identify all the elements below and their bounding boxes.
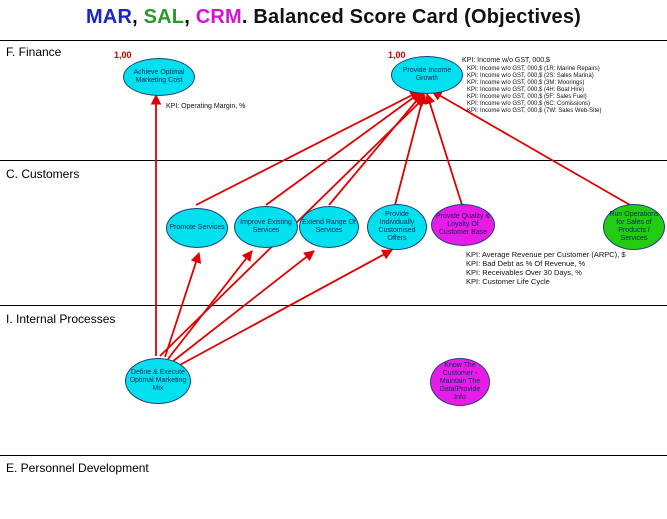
- section-personnel: E. Personnel Development: [6, 461, 149, 475]
- title-crm: CRM: [195, 6, 242, 28]
- node-extend-range-of-services[interactable]: Extend Range Of Services: [299, 206, 359, 248]
- title-sep-1: ,: [132, 6, 144, 28]
- title-rest: . Balanced Score Card (Objectives): [241, 6, 582, 28]
- kpi-income-main: KPI: Income w/o GST, 000,$: [462, 57, 550, 64]
- kpi-income-4h: KPI: Income w/o GST, 000,$ (4H: Boat Hir…: [467, 87, 585, 93]
- arrow-operations-to-income: [431, 90, 631, 206]
- node-provide-quality-loyalty[interactable]: Provide Quality & Loyalty Of Customer Ba…: [431, 204, 495, 246]
- arrow-promote-to-income: [195, 90, 421, 206]
- arrow-quality-to-income: [424, 92, 463, 206]
- arrow-mix-to-promote: [164, 251, 202, 358]
- arrow-mix-to-extend: [171, 250, 315, 363]
- divider-top: [0, 40, 667, 41]
- title-sal: SAL: [143, 6, 185, 28]
- arrow-extend-to-income: [328, 92, 424, 206]
- node-provide-income-growth[interactable]: Provide Income Growth: [391, 56, 463, 94]
- divider-internal: [0, 455, 667, 456]
- node-define-marketing-mix[interactable]: Define & Execute Optimal Marketing Mix: [125, 358, 191, 404]
- page-title: MAR, SAL, CRM. Balanced Score Card (Obje…: [0, 6, 667, 29]
- kpi-income-7w: KPI: Income w/o GST, 000,$ (7W: Sales We…: [467, 108, 602, 114]
- kpi-bad-debt: KPI: Bad Debt as % Of Revenue, %: [466, 259, 586, 268]
- section-customers: C. Customers: [6, 167, 80, 181]
- node-know-the-customer[interactable]: Know The Customer - Maintain The Data/Pr…: [430, 358, 490, 406]
- kpi-income-2s: KPI: Income w/o GST, 000,$ (2S: Sales Ma…: [467, 73, 594, 79]
- score-marketing-cost: 1,00: [114, 50, 132, 60]
- arrow-mix-to-improve: [167, 250, 253, 360]
- divider-customers: [0, 305, 667, 306]
- kpi-income-6c: KPI: Income w/o GST, 000,$ (6C: Comissio…: [467, 101, 591, 107]
- arrow-mix-to-customised: [177, 249, 393, 367]
- kpi-arpc: KPI: Average Revenue per Customer (ARPC)…: [466, 250, 626, 259]
- kpi-income-3m: KPI: Income w/o GST, 000,$ (3M: Moorings…: [467, 80, 585, 86]
- score-income-growth: 1,00: [388, 50, 406, 60]
- arrow-improve-to-income: [265, 91, 422, 206]
- kpi-receivables: KPI: Receivables Over 30 Days, %: [466, 268, 582, 277]
- section-finance: F. Finance: [6, 45, 62, 59]
- node-provide-customised-offers[interactable]: Provide Individually Customised Offers: [367, 204, 427, 250]
- title-mar: MAR: [85, 6, 133, 28]
- kpi-income-1r: KPI: Income w/o GST, 000,$ (1R: Marine R…: [467, 66, 600, 72]
- title-sep-2: ,: [184, 6, 196, 28]
- divider-finance: [0, 160, 667, 161]
- kpi-operating-margin: KPI: Operating Margin, %: [166, 103, 246, 110]
- kpi-income-5f: KPI: Income w/o GST, 000,$ (5F: Sales Fu…: [467, 94, 587, 100]
- node-promote-services[interactable]: Promote Services: [166, 208, 228, 248]
- node-achieve-optimal-marketing-cost[interactable]: Achieve Optimal Marketing Cost: [123, 58, 195, 96]
- node-run-operations[interactable]: Run Operations for Sales of Products / S…: [603, 204, 665, 250]
- node-improve-existing-services[interactable]: Improve Existing Services: [234, 206, 298, 248]
- section-internal: I. Internal Processes: [6, 312, 116, 326]
- kpi-customer-life-cycle: KPI: Customer Life Cycle: [466, 277, 550, 286]
- arrow-customised-to-income: [394, 92, 427, 206]
